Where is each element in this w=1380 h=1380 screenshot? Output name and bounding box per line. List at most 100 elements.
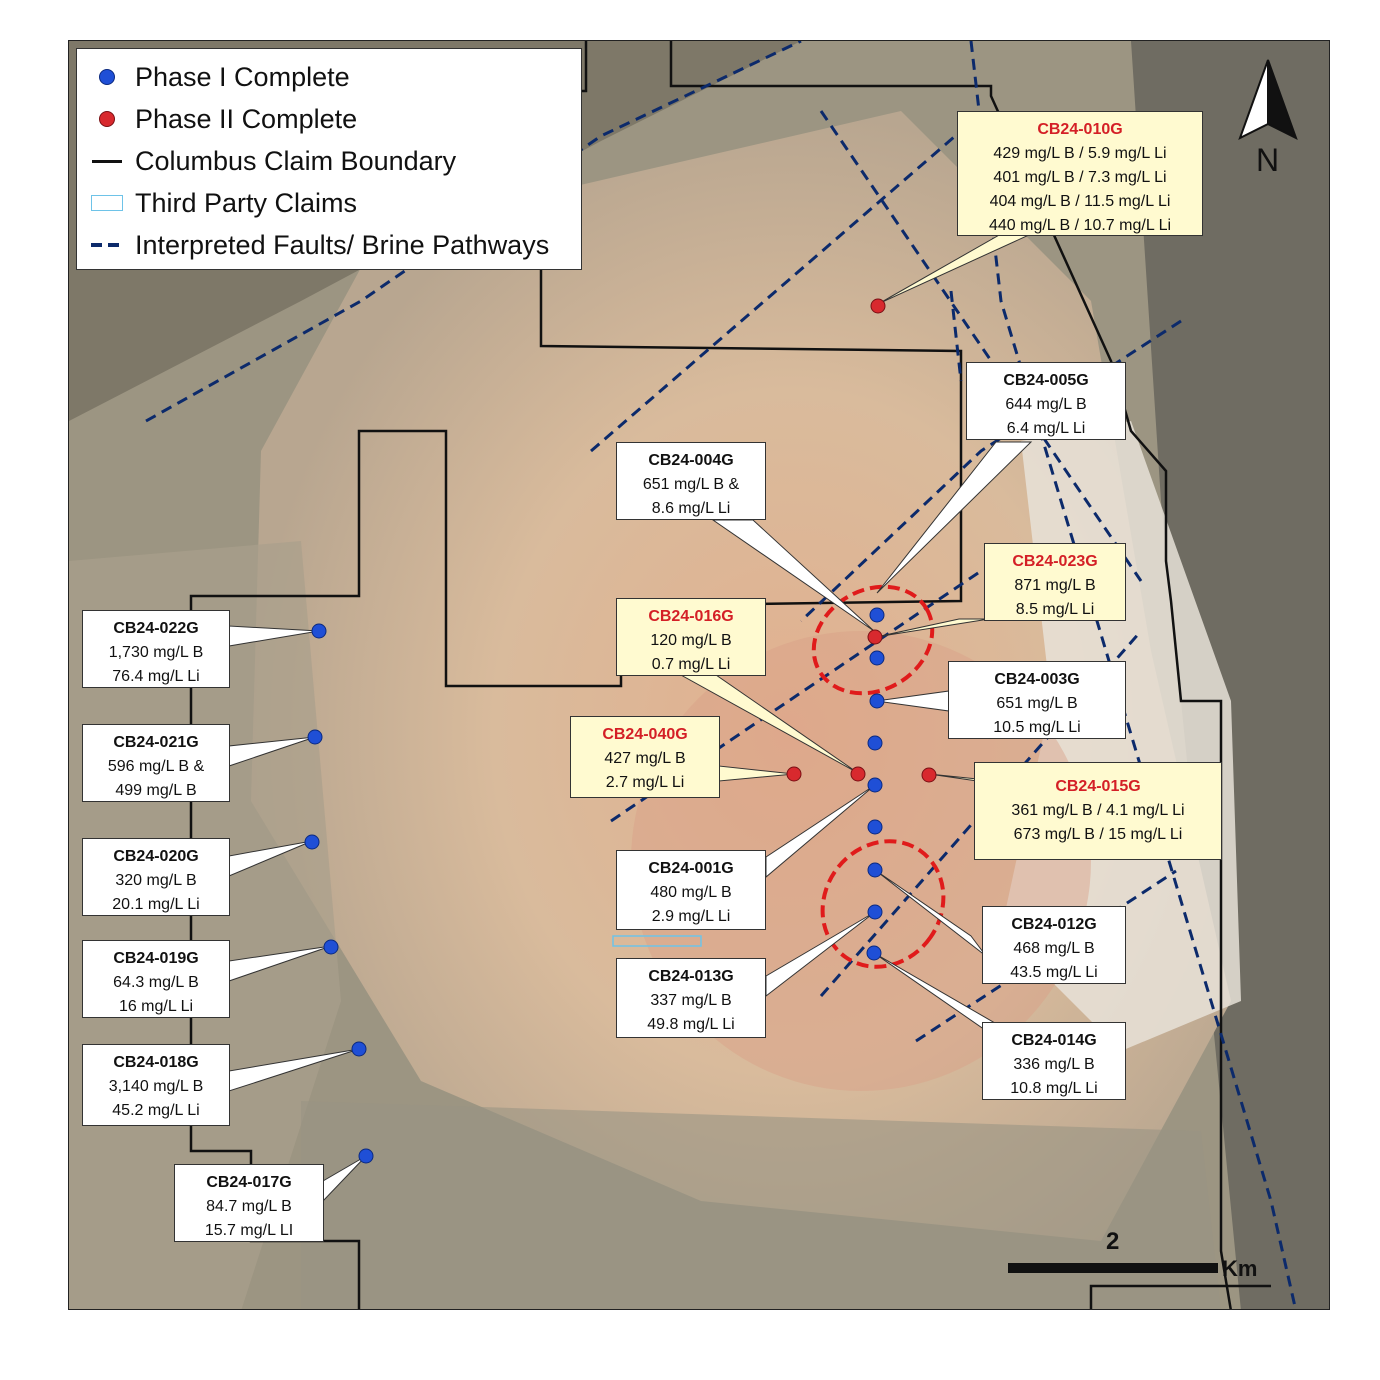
- site-014g: [866, 945, 882, 961]
- callout-line: 3,140 mg/L B: [108, 1078, 204, 1095]
- callout-line: 20.1 mg/L Li: [112, 896, 200, 913]
- callout-title: CB24-012G: [1011, 916, 1097, 933]
- callout-line: 401 mg/L B / 7.3 mg/L Li: [993, 169, 1167, 186]
- callout-title: CB24-014G: [1011, 1032, 1097, 1049]
- callout-cb24-019g: CB24-019G 64.3 mg/L B 16 mg/L Li: [82, 940, 230, 1018]
- site-018g: [351, 1041, 367, 1057]
- site-040g: [786, 766, 802, 782]
- callout-cb24-020g: CB24-020G 320 mg/L B 20.1 mg/L Li: [82, 838, 230, 916]
- site-013g: [867, 904, 883, 920]
- mountains-east: [1131, 41, 1329, 1309]
- north-label: N: [1256, 142, 1280, 178]
- callout-cb24-010g: CB24-010G 429 mg/L B / 5.9 mg/L Li 401 m…: [957, 111, 1203, 236]
- cyan-rectangle-icon: [91, 195, 123, 211]
- callout-line: 468 mg/L B: [1013, 940, 1095, 957]
- callout-title: CB24-001G: [648, 860, 734, 877]
- callout-title: CB24-040G: [602, 726, 688, 743]
- site-023g: [867, 629, 883, 645]
- callout-title: CB24-023G: [1012, 553, 1098, 570]
- callout-line: 499 mg/L B: [115, 782, 197, 799]
- callout-line: 871 mg/L B: [1014, 577, 1096, 594]
- site-012g: [867, 862, 883, 878]
- callout-leaders: [228, 233, 1033, 1203]
- callout-line: 84.7 mg/L B: [206, 1198, 292, 1215]
- site-mid-1: [867, 735, 883, 751]
- callout-cb24-012g: CB24-012G 468 mg/L B 43.5 mg/L Li: [982, 906, 1126, 984]
- callout-line: 404 mg/L B / 11.5 mg/L Li: [989, 193, 1171, 210]
- red-dot-icon: [99, 111, 115, 127]
- callout-title: CB24-018G: [113, 1054, 199, 1071]
- dashed-line-icon: [91, 243, 123, 247]
- callout-line: 43.5 mg/L Li: [1010, 964, 1098, 981]
- legend: Phase I Complete Phase II Complete Colum…: [76, 48, 582, 270]
- callout-line: 16 mg/L Li: [118, 998, 194, 1015]
- site-mid-2: [867, 819, 883, 835]
- callout-cb24-015g: CB24-015G 361 mg/L B / 4.1 mg/L Li 673 m…: [974, 762, 1222, 860]
- callout-line: 320 mg/L B: [115, 872, 197, 889]
- callout-line: 673 mg/L B / 15 mg/L Li: [1013, 826, 1183, 843]
- legend-label: Phase II Complete: [135, 103, 358, 134]
- site-005g: [869, 607, 885, 623]
- legend-item-faults: Interpreted Faults/ Brine Pathways: [89, 225, 549, 265]
- callout-title: CB24-015G: [1055, 778, 1141, 795]
- legend-item-third-party: Third Party Claims: [89, 183, 357, 223]
- site-001g: [867, 777, 883, 793]
- callout-line: 8.5 mg/L Li: [1015, 601, 1095, 618]
- callout-cb24-018g: CB24-018G 3,140 mg/L B 45.2 mg/L Li: [82, 1044, 230, 1126]
- site-010g: [870, 298, 886, 314]
- callout-line: 427 mg/L B: [604, 750, 686, 767]
- callout-cb24-040g: CB24-040G 427 mg/L B 2.7 mg/L Li: [570, 716, 720, 798]
- callout-title: CB24-016G: [648, 608, 734, 625]
- callout-title: CB24-003G: [994, 671, 1080, 688]
- callout-title: CB24-005G: [1003, 372, 1089, 389]
- callout-line: 1,730 mg/L B: [108, 644, 204, 661]
- callout-title: CB24-017G: [206, 1174, 292, 1191]
- site-022g: [311, 623, 327, 639]
- callout-line: 644 mg/L B: [1005, 396, 1087, 413]
- callout-title: CB24-004G: [648, 452, 734, 469]
- callout-line: 651 mg/L B: [996, 695, 1078, 712]
- legend-label: Interpreted Faults/ Brine Pathways: [135, 229, 550, 260]
- legend-label: Phase I Complete: [135, 61, 350, 92]
- scale-bar: [1008, 1263, 1218, 1273]
- site-020g: [304, 834, 320, 850]
- site-003g: [869, 693, 885, 709]
- site-016g: [850, 766, 866, 782]
- callout-line: 8.6 mg/L Li: [651, 500, 731, 517]
- callout-title: CB24-020G: [113, 848, 199, 865]
- callout-line: 336 mg/L B: [1013, 1056, 1095, 1073]
- callout-title: CB24-019G: [113, 950, 199, 967]
- scale-unit: Km: [1222, 1256, 1258, 1281]
- third-party-claim: [612, 935, 702, 947]
- legend-item-phase1: Phase I Complete: [89, 57, 350, 97]
- callout-line: 6.4 mg/L Li: [1006, 420, 1086, 437]
- callout-title: CB24-022G: [113, 620, 199, 637]
- site-004g: [869, 650, 885, 666]
- legend-item-phase2: Phase II Complete: [89, 99, 357, 139]
- site-017g: [358, 1148, 374, 1164]
- callout-cb24-013g: CB24-013G 337 mg/L B 49.8 mg/L Li: [616, 958, 766, 1038]
- callout-title: CB24-010G: [1037, 121, 1123, 138]
- callout-cb24-014g: CB24-014G 336 mg/L B 10.8 mg/L Li: [982, 1022, 1126, 1100]
- callout-cb24-017g: CB24-017G 84.7 mg/L B 15.7 mg/L LI: [174, 1164, 324, 1242]
- blue-dot-icon: [99, 69, 115, 85]
- drill-sites: [304, 298, 937, 1164]
- callout-line: 15.7 mg/L LI: [204, 1222, 294, 1239]
- callout-line: 2.7 mg/L Li: [605, 774, 685, 791]
- callout-line: 10.5 mg/L Li: [993, 719, 1081, 736]
- callout-line: 429 mg/L B / 5.9 mg/L Li: [993, 145, 1167, 162]
- callout-cb24-003g: CB24-003G 651 mg/L B 10.5 mg/L Li: [948, 661, 1126, 739]
- callout-line: 440 mg/L B / 10.7 mg/L Li: [988, 217, 1172, 234]
- callout-line: 337 mg/L B: [650, 992, 732, 1009]
- legend-item-boundary: Columbus Claim Boundary: [89, 141, 456, 181]
- site-019g: [323, 939, 339, 955]
- highlight-ellipse-north: [811, 584, 935, 696]
- callout-line: 596 mg/L B &: [107, 758, 205, 775]
- site-021g: [307, 729, 323, 745]
- callout-title: CB24-021G: [113, 734, 199, 751]
- callout-cb24-005g: CB24-005G 644 mg/L B 6.4 mg/L Li: [966, 362, 1126, 440]
- callout-cb24-023g: CB24-023G 871 mg/L B 8.5 mg/L Li: [984, 543, 1126, 621]
- callout-line: 361 mg/L B / 4.1 mg/L Li: [1011, 802, 1185, 819]
- callout-line: 0.7 mg/L Li: [651, 656, 731, 673]
- alluvial-south: [301, 1101, 1221, 1309]
